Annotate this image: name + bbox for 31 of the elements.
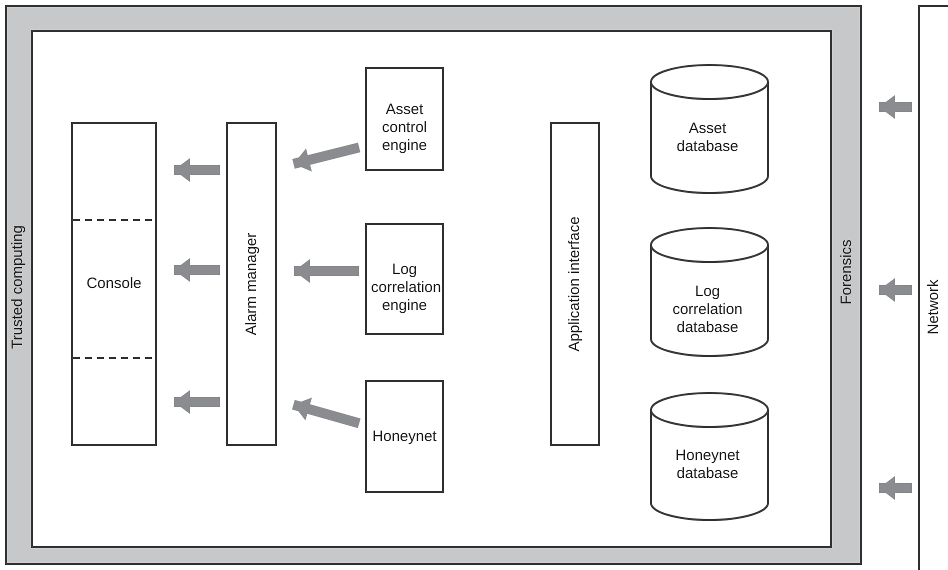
process-box — [365, 380, 444, 493]
node-label: Log correlation engine — [371, 261, 438, 315]
block-arrow — [174, 158, 220, 182]
block-arrow — [294, 259, 359, 283]
network-band — [918, 5, 948, 570]
band-label: Network — [925, 280, 943, 334]
node-label: Asset control engine — [380, 101, 428, 155]
node-label: Log correlation database — [671, 282, 744, 336]
database-cylinder — [650, 228, 769, 357]
process-box — [550, 122, 600, 446]
block-arrow — [174, 390, 220, 414]
block-arrow — [292, 397, 361, 428]
node-label: Honeynet database — [674, 447, 741, 483]
node-label: Application interface — [566, 216, 584, 352]
block-arrow — [879, 476, 912, 500]
process-box — [365, 67, 444, 171]
console-panel — [71, 122, 157, 446]
block-arrow — [879, 278, 912, 302]
block-arrow — [174, 258, 220, 282]
database-cylinder — [650, 65, 769, 194]
node-label: Alarm manager — [242, 232, 260, 336]
block-arrow — [879, 95, 912, 119]
node-label: Console — [85, 275, 143, 293]
node-label: Honeynet — [371, 428, 438, 446]
database-cylinder — [650, 393, 769, 521]
band-label: Forensics — [838, 239, 856, 305]
block-arrow — [292, 142, 360, 172]
node-label: Asset database — [676, 120, 740, 156]
band-label: Trusted computing — [9, 225, 27, 349]
process-box — [226, 122, 277, 446]
process-box — [365, 223, 444, 335]
